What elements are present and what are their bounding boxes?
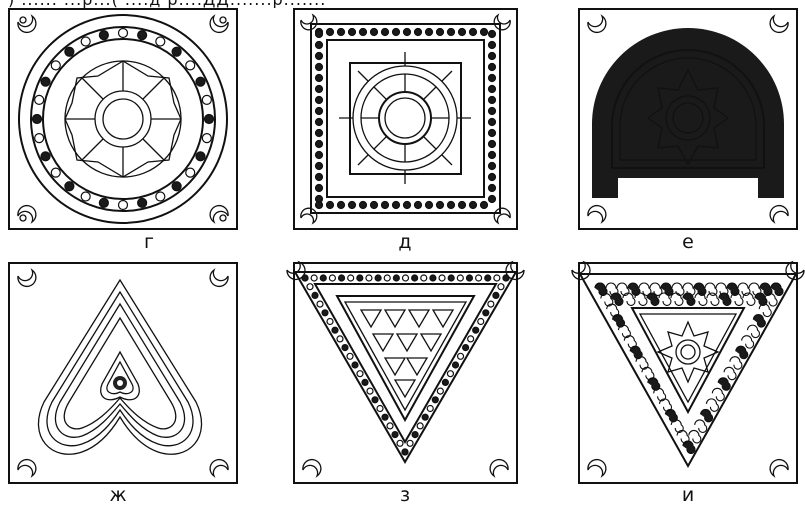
- dharma-wheel-icon: [339, 52, 471, 184]
- panel-e-half-circle: [578, 8, 798, 230]
- panel-i-triangle-flower: [578, 262, 798, 484]
- panel-zh-heart: [8, 262, 238, 484]
- caption-g: г: [119, 232, 179, 252]
- caption-i: и: [658, 485, 718, 505]
- corner-moon-icon: [287, 262, 524, 476]
- panel-z-triangle-grid: [293, 262, 518, 484]
- bead-ring: [33, 29, 214, 210]
- panel-g-lotus-circle: [8, 8, 238, 230]
- caption-zh: ж: [88, 485, 148, 505]
- cropped-top-text: ) ...... ...р...( ....д р....ДД.......р.…: [8, 0, 798, 8]
- caption-e: е: [658, 232, 718, 252]
- corner-moon-icon: [301, 15, 510, 223]
- caption-z: з: [375, 485, 435, 505]
- nested-hearts: [38, 280, 201, 454]
- panel-d-wheel-square: [293, 8, 518, 230]
- lotus-flower: [65, 61, 181, 177]
- caption-d: д: [375, 232, 435, 252]
- corner-moon-icon: [18, 270, 228, 476]
